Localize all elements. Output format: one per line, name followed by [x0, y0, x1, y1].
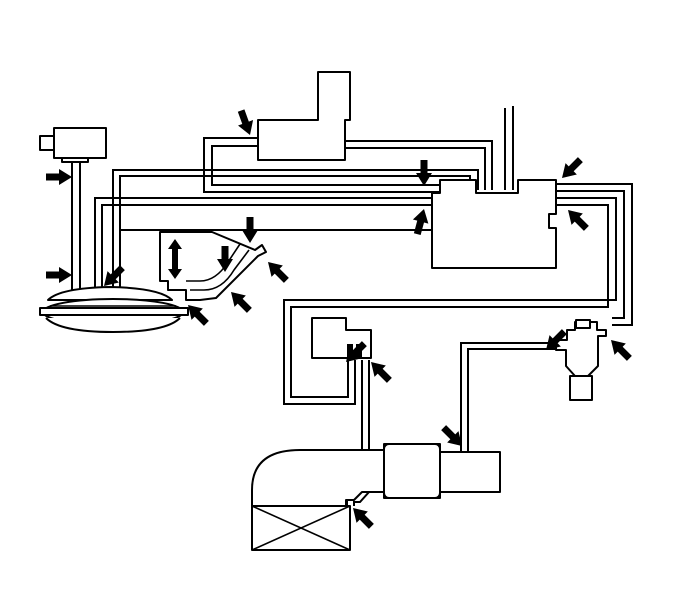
right-module: [431, 179, 557, 269]
components: [39, 71, 607, 551]
hose-m: [290, 204, 609, 398]
small-control-box: [311, 317, 372, 359]
arrow-bracket-lower-right: [225, 286, 256, 317]
arrow-left-stem-lower: [46, 267, 72, 283]
arrow-bracket-right: [262, 256, 293, 287]
upper-box: [257, 71, 351, 161]
hose-e: [112, 169, 479, 290]
arrow-bracket-top: [242, 217, 258, 243]
arrow-module-side: [409, 206, 432, 237]
arrow-module-top: [416, 160, 432, 186]
arrow-left-stem-upper: [46, 169, 72, 185]
arrow-module-upper-right: [556, 153, 587, 184]
hose-g: [94, 197, 432, 290]
arrow-intake-duct: [437, 421, 468, 452]
hose-j: [556, 183, 633, 326]
hose-n: [460, 342, 556, 452]
arrow-elbow: [347, 502, 378, 533]
upper-left-component: [39, 127, 107, 163]
hose-l: [283, 197, 617, 405]
hose-k: [556, 190, 625, 319]
arrow-module-lower-right: [562, 204, 593, 235]
canister: [39, 286, 189, 333]
arrow-upper-box: [233, 107, 258, 138]
hose-c: [203, 137, 440, 193]
hose-q: [353, 360, 370, 506]
hose-a: [345, 140, 493, 190]
hose-h: [101, 204, 432, 290]
hose-d: [211, 145, 440, 186]
air-intake: [251, 443, 501, 551]
right-valve: [555, 319, 607, 401]
hose-b: [345, 147, 486, 190]
hose-o: [467, 348, 556, 452]
arrow-valve-right: [605, 334, 636, 365]
